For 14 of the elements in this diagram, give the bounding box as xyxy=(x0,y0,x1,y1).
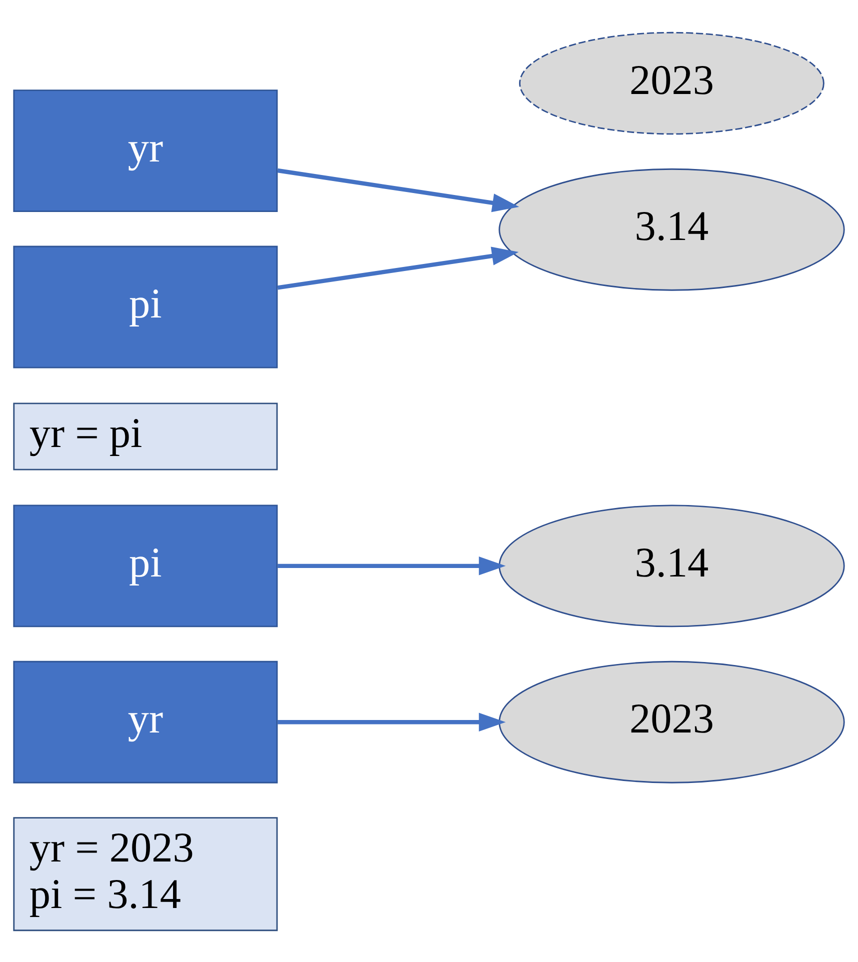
node-ellipse: 3.14 xyxy=(498,504,845,627)
node-ellipse: 2023 xyxy=(498,660,845,783)
node-ellipse: 3.14 xyxy=(498,168,845,290)
node-box: yr = pi xyxy=(13,402,278,470)
arrow xyxy=(277,246,519,290)
node-box: yr xyxy=(13,89,278,212)
arrow xyxy=(278,712,506,731)
node-box: pi xyxy=(13,504,278,627)
arrow xyxy=(278,556,506,575)
node-box: yr xyxy=(13,660,278,783)
node-ellipse: 2023 xyxy=(519,31,824,134)
node-box: pi xyxy=(13,245,278,368)
node-box: yr = 2023 pi = 3.14 xyxy=(13,816,278,931)
arrow xyxy=(277,168,520,212)
